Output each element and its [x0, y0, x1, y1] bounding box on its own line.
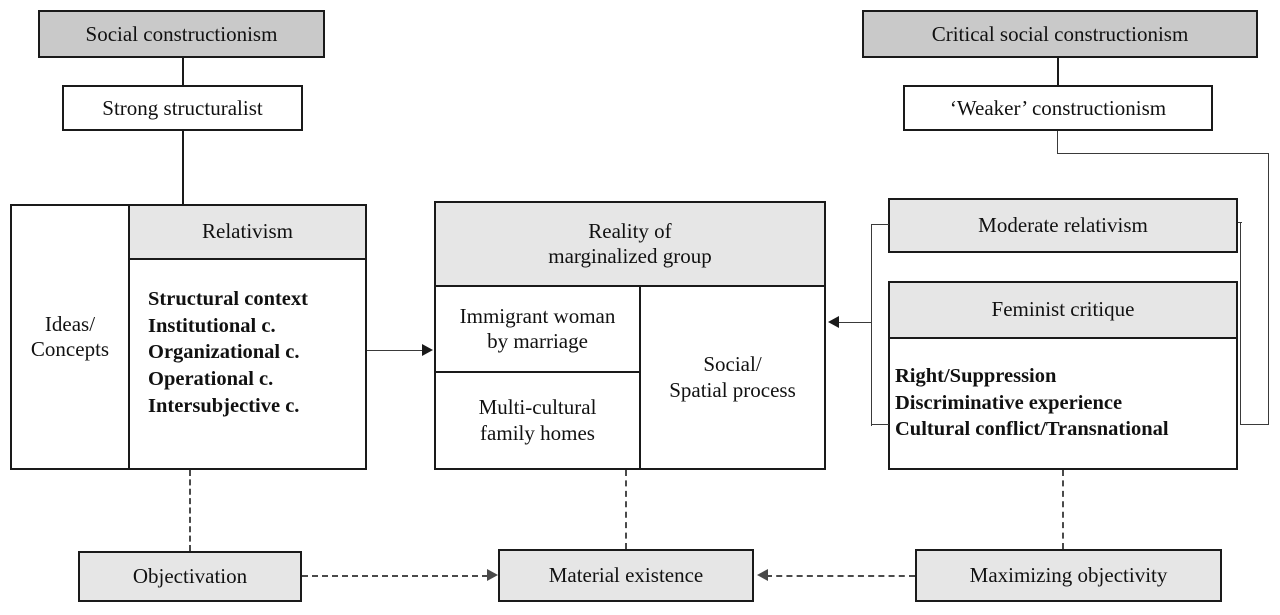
- feminist-item: Cultural conflict/Transnational: [895, 418, 1169, 441]
- divider-immigrant-multicultural: [436, 371, 639, 373]
- node-maximizing-objectivity: Maximizing objectivity: [915, 549, 1222, 602]
- connector-weaker-to-bracket: [1240, 424, 1269, 425]
- connector-bracket-stub-center: [871, 322, 872, 324]
- arrow-left-to-center-head: [422, 344, 433, 356]
- dashed-center-group-to-material: [625, 470, 627, 549]
- connector-bracket-to-moderate-left: [871, 224, 889, 225]
- node-objectivation-label: Objectivation: [132, 564, 248, 589]
- connector-right-bracket-vert: [871, 224, 872, 426]
- node-maximizing-objectivity-label: Maximizing objectivity: [969, 563, 1168, 588]
- connector-social-to-strong: [182, 58, 184, 85]
- dashed-arrow-objectivation-to-material-line: [302, 575, 488, 577]
- arrow-right-to-center-head: [828, 316, 839, 328]
- feminist-item: Right/Suppression: [895, 365, 1057, 387]
- arrow-left-to-center-line: [367, 350, 423, 351]
- connector-strong-to-left-group: [182, 131, 184, 204]
- group-reality-marginalized: Reality of marginalized group Immigrant …: [434, 201, 826, 470]
- divider-relativism-header-body: [130, 258, 365, 260]
- divider-ideas-relativism: [128, 206, 130, 468]
- cell-relativism-header: Relativism: [130, 206, 365, 258]
- dashed-right-group-to-maximizing: [1062, 470, 1064, 549]
- node-weaker-constructionism-label: ‘Weaker’ constructionism: [949, 95, 1167, 120]
- group-ideas-relativism: Ideas/ Concepts Relativism Structural co…: [10, 204, 367, 470]
- cell-immigrant-woman: Immigrant woman by marriage: [436, 287, 639, 371]
- arrow-right-to-center-line: [838, 322, 872, 323]
- connector-weaker-right-down: [1268, 153, 1269, 425]
- connector-bracket-to-feminist-left: [871, 424, 889, 425]
- connector-bracket-to-moderate: [1236, 222, 1242, 223]
- feminist-item: Discriminative experience: [895, 391, 1123, 414]
- divider-reality-header-body: [436, 285, 824, 287]
- connector-critical-to-weaker: [1057, 58, 1059, 85]
- cell-reality-header: Reality of marginalized group: [436, 203, 824, 285]
- cell-immigrant-woman-label: Immigrant woman by marriage: [459, 303, 616, 353]
- cell-multicultural-homes: Multi-cultural family homes: [436, 373, 639, 468]
- dashed-arrow-objectivation-to-material-head: [487, 569, 498, 581]
- cell-social-spatial-process: Social/ Spatial process: [641, 287, 824, 468]
- node-moderate-relativism: Moderate relativism: [888, 198, 1238, 253]
- cell-reality-header-label: Reality of marginalized group: [548, 218, 712, 268]
- dashed-left-group-to-objectivation: [189, 470, 191, 551]
- node-strong-structuralist-label: Strong structuralist: [102, 95, 263, 120]
- node-social-constructionism: Social constructionism: [38, 10, 325, 58]
- relativism-item: Structural context: [148, 288, 308, 310]
- dashed-arrow-maximizing-to-material-head: [757, 569, 768, 581]
- divider-center-columns: [639, 287, 641, 468]
- connector-weaker-right: [1057, 153, 1269, 154]
- relativism-item: Operational c.: [148, 367, 274, 390]
- cell-social-spatial-process-label: Social/ Spatial process: [669, 352, 796, 402]
- cell-relativism-header-label: Relativism: [202, 219, 293, 244]
- cell-relativism-items: Structural context Institutional c. Orga…: [130, 260, 365, 468]
- cell-ideas-concepts-label: Ideas/ Concepts: [30, 311, 110, 361]
- relativism-item: Institutional c.: [148, 314, 276, 337]
- node-strong-structuralist: Strong structuralist: [62, 85, 303, 131]
- node-objectivation: Objectivation: [78, 551, 302, 602]
- divider-feminist-header-body: [890, 337, 1236, 339]
- cell-ideas-concepts: Ideas/ Concepts: [12, 206, 128, 468]
- group-feminist-critique: Feminist critique Right/Suppression Disc…: [888, 281, 1238, 470]
- connector-bracket-right-vert: [1240, 222, 1241, 425]
- node-weaker-constructionism: ‘Weaker’ constructionism: [903, 85, 1213, 131]
- cell-feminist-critique-header-label: Feminist critique: [991, 297, 1135, 322]
- connector-weaker-down: [1057, 131, 1058, 154]
- node-moderate-relativism-label: Moderate relativism: [978, 213, 1148, 238]
- node-critical-social-constructionism-label: Critical social constructionism: [931, 21, 1189, 46]
- node-social-constructionism-label: Social constructionism: [85, 21, 278, 46]
- node-material-existence-label: Material existence: [548, 563, 704, 588]
- cell-multicultural-homes-label: Multi-cultural family homes: [478, 395, 597, 445]
- cell-feminist-critique-header: Feminist critique: [890, 283, 1236, 337]
- relativism-item: Intersubjective c.: [148, 394, 300, 417]
- relativism-item: Organizational c.: [148, 341, 300, 364]
- dashed-arrow-maximizing-to-material-line: [766, 575, 915, 577]
- node-material-existence: Material existence: [498, 549, 754, 602]
- node-critical-social-constructionism: Critical social constructionism: [862, 10, 1258, 58]
- cell-feminist-critique-items: Right/Suppression Discriminative experie…: [890, 339, 1236, 468]
